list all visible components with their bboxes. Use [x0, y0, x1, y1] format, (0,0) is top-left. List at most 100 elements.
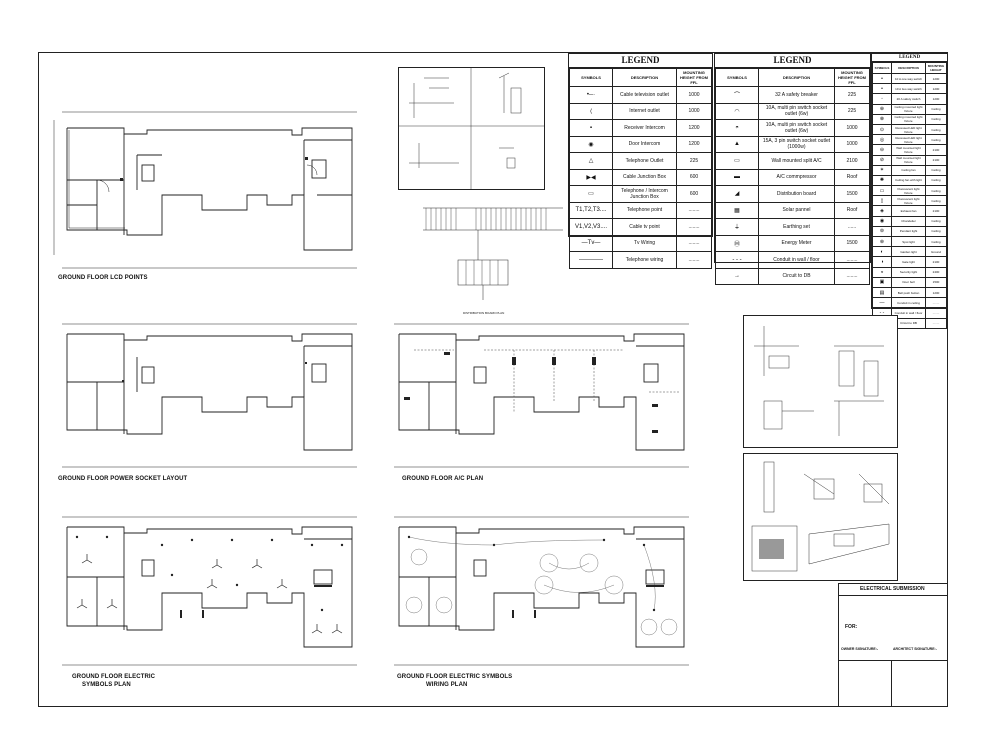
floor-plan-drawing [394, 323, 689, 468]
legend-height: 1200 [925, 72, 947, 85]
plan-lcd-points [52, 110, 372, 275]
legend-description: 15A, 3 pin switch socket outlet (1000w) [758, 135, 835, 153]
legend-height: 225 [834, 102, 870, 120]
legend-description: Wall mounted light fixture [891, 154, 926, 166]
legend-height: 1200 [925, 93, 947, 105]
legend-row: ————Telephone wiring........ [569, 251, 712, 269]
title-block-for: FOR: [845, 624, 858, 630]
legend-symbol: ▤ [872, 286, 892, 299]
legend-symbol: Ⓜ [715, 234, 759, 252]
legend-description: Recessed LED light fixture [891, 123, 926, 136]
installation-detail-panel-2 [743, 453, 898, 581]
legend-height: ........ [925, 307, 947, 319]
legend-height: 1000 [834, 135, 870, 153]
legend-symbol: → [715, 267, 759, 285]
legend-header-description: DESCRIPTION [891, 62, 926, 74]
legend-description: Telephone / Intercom Junction Box [612, 185, 677, 203]
legend-description: Chandelier [891, 215, 926, 227]
legend-row: —Conduit in ceiling........ [872, 297, 947, 309]
legend-symbol: ▬ [715, 168, 759, 186]
legend-title: LEGEND [715, 54, 870, 68]
legend-description: Circuit to DB [758, 267, 835, 285]
legend-description: Solar pannel [758, 201, 835, 219]
legend-height: Ceiling [925, 215, 947, 227]
title-block-heading: ELECTRICAL SUBMISSION [860, 586, 925, 592]
legend-description: Cable television outlet [612, 86, 677, 104]
legend-symbol: ▭ [715, 152, 759, 170]
floor-plan-drawing [62, 516, 357, 666]
legend-symbol: ◢ [715, 185, 759, 203]
legend-symbol: ▭ [872, 185, 892, 197]
legend-height: 600 [676, 185, 712, 203]
legend-description: Ceiling fan with light [891, 174, 926, 187]
legend-symbol: ▪ [569, 119, 613, 137]
legend-symbol: ▶◀ [569, 168, 613, 186]
legend-symbol: • [872, 83, 892, 95]
legend-symbol: ◉ [872, 215, 892, 227]
legend-description: Wall mounted split A/C [758, 152, 835, 170]
legend-symbol: ◎ [872, 134, 892, 146]
legend-height: 1200 [676, 135, 712, 153]
legend-height: 1200 [676, 119, 712, 137]
legend-header-description: DESCRIPTION [612, 68, 677, 87]
legend-description: Spot light [891, 235, 926, 248]
plan-title-wiring-line2: WIRING PLAN [426, 682, 468, 688]
legend-symbol: ▲ [715, 135, 759, 153]
legend-height: 1200 [925, 83, 947, 95]
legend-symbol: △ [569, 152, 613, 170]
legend-height: Ceiling [925, 103, 947, 115]
legend-description: 10 A one way switch [891, 72, 926, 85]
legend-height: 2100 [925, 154, 947, 166]
legend-header-height: MOUNTING HEIGHT FROM FFL [834, 68, 870, 87]
legend-symbol: T1,T2,T3.... [569, 201, 613, 219]
legend-description: Telephone Outlet [612, 152, 677, 170]
legend-symbol: ⊗ [872, 113, 892, 125]
legend-symbol: ⊛ [872, 235, 892, 248]
legend-symbol: ◦ [872, 93, 892, 105]
legend-height: 225 [676, 152, 712, 170]
legend-table: SYMBOLS DESCRIPTION MOUNTING HEIGHT FROM… [715, 68, 870, 285]
legend-symbol: •─· [569, 86, 613, 104]
legend-row: →Circuit to DB........ [715, 267, 870, 285]
legend-height: ........ [676, 251, 712, 269]
legend-height: ...... [834, 218, 870, 236]
legend-symbol: ⊕ [872, 103, 892, 115]
legend-row: ▲15A, 3 pin switch socket outlet (1000w)… [715, 135, 870, 153]
legend-height: Roof [834, 168, 870, 186]
legend-height: Ceiling [925, 225, 947, 238]
legend-description: Pendant light [891, 225, 926, 238]
legend-row: —Tv—Tv Wiring........ [569, 234, 712, 252]
distribution-board-title: DISTRIBUTION BOARD PLAN [463, 311, 505, 315]
legend-symbol: ▦ [715, 201, 759, 219]
legend-height: 2100 [925, 256, 947, 268]
detail-sketch-panel [398, 67, 545, 190]
legend-description: 10A, multi pin switch socket outlet (6w) [758, 102, 835, 120]
legend-description: Garden light [891, 246, 926, 258]
legend-symbol: ◈ [872, 205, 892, 217]
legend-height: 1000 [676, 86, 712, 104]
plan-title-symbols-line2: SYMBOLS PLAN [82, 682, 131, 688]
legend-height: Ceiling [925, 174, 947, 187]
plan-title-ac: GROUND FLOOR A/C PLAN [402, 476, 484, 482]
legend-row: T1,T2,T3....Telephone point........ [569, 201, 712, 219]
legend-description: Door bell [891, 276, 926, 288]
legend-row: ◠10A, multi pin switch socket outlet (6w… [715, 102, 870, 120]
legend-description: Cable Junction Box [612, 168, 677, 186]
legend-description: Door Intercom [612, 135, 677, 153]
legend-description: Receiver Intercom [612, 119, 677, 137]
legend-height: Ceiling [925, 113, 947, 125]
legend-height: 2400 [925, 266, 947, 278]
legend-symbol: ◒ [872, 266, 892, 278]
legend-description: Conduit in wall / floor [758, 251, 835, 269]
